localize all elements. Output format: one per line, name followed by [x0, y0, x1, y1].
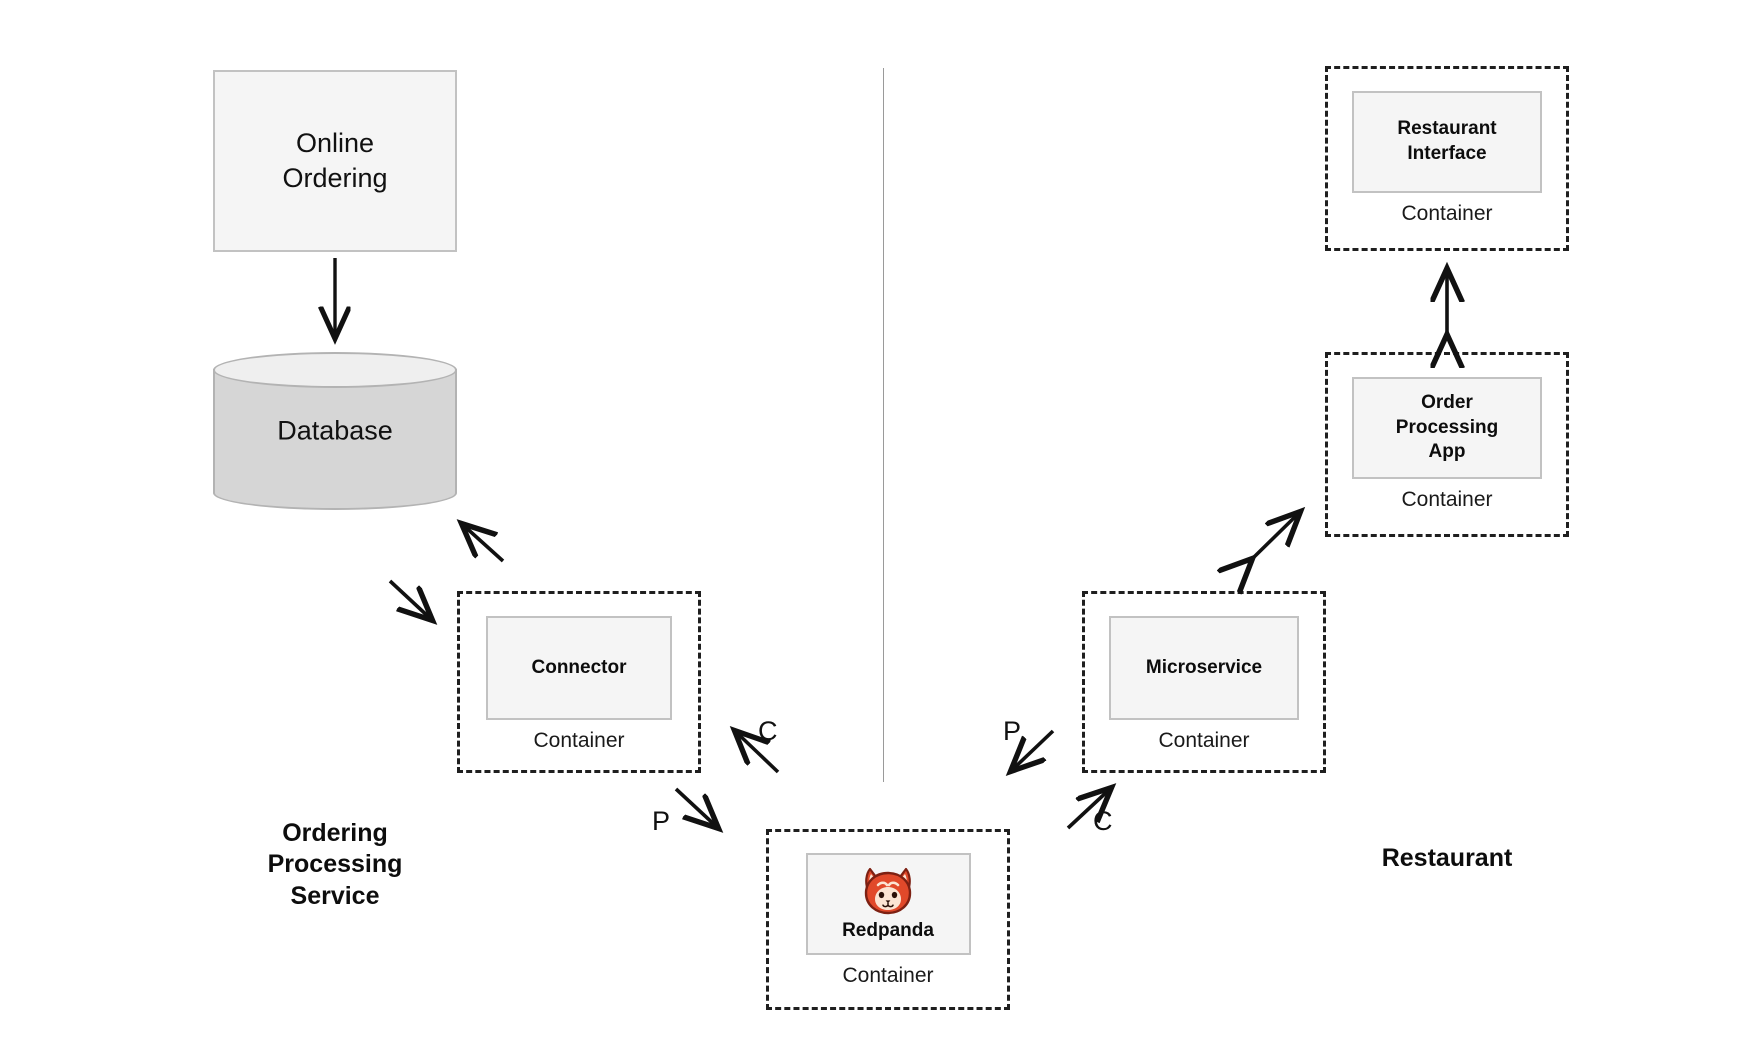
- arrow-database-to-connector: [388, 579, 432, 620]
- container-order-processing-app-caption: Container: [1401, 488, 1493, 511]
- node-connector-label: Connector: [531, 656, 627, 678]
- node-online-ordering-label: Online Ordering: [282, 128, 388, 193]
- node-restaurant-interface[interactable]: Restaurant Interface: [1352, 91, 1542, 193]
- node-order-processing-app-label: Order Processing App: [1395, 391, 1499, 463]
- zone-label-ordering-processing-service: Ordering Processing Service: [267, 819, 403, 910]
- container-connector-caption: Container: [533, 729, 625, 752]
- arrow-microservice-order-processing-app: [1252, 512, 1300, 559]
- container-microservice-caption: Container: [1158, 729, 1250, 752]
- container-connector[interactable]: Connector Container: [457, 591, 701, 773]
- arrow-connector-to-redpanda: [674, 787, 718, 828]
- node-connector[interactable]: Connector: [486, 616, 672, 720]
- database-body: [213, 369, 457, 510]
- edge-tag-microservice-consume: C: [1093, 806, 1113, 836]
- node-database-label: Database: [277, 415, 393, 446]
- database-top-ellipse: [213, 352, 457, 388]
- arrow-connector-to-database: [462, 524, 505, 563]
- edge-tag-connector-consume: C: [758, 716, 778, 746]
- node-microservice[interactable]: Microservice: [1109, 616, 1299, 720]
- zone-label-restaurant: Restaurant: [1381, 844, 1513, 872]
- container-restaurant-interface[interactable]: Restaurant Interface Container: [1325, 66, 1569, 251]
- container-order-processing-app[interactable]: Order Processing App Container: [1325, 352, 1569, 537]
- redpanda-logo-icon: [860, 865, 916, 917]
- edge-tag-microservice-produce: P: [1003, 716, 1022, 746]
- node-microservice-label: Microservice: [1145, 656, 1263, 678]
- node-restaurant-interface-label: Restaurant Interface: [1397, 118, 1497, 164]
- node-database[interactable]: Database: [213, 352, 457, 510]
- node-online-ordering[interactable]: Online Ordering: [213, 70, 457, 252]
- container-microservice[interactable]: Microservice Container: [1082, 591, 1326, 773]
- zone-divider: [883, 68, 884, 782]
- edge-tag-connector-produce: P: [652, 806, 671, 836]
- container-restaurant-interface-caption: Container: [1401, 202, 1493, 225]
- container-redpanda-caption: Container: [842, 964, 934, 987]
- node-redpanda[interactable]: Redpanda: [805, 853, 971, 955]
- container-redpanda[interactable]: Redpanda Container: [766, 829, 1010, 1010]
- node-redpanda-label: Redpanda: [842, 919, 934, 941]
- node-order-processing-app[interactable]: Order Processing App: [1352, 377, 1542, 479]
